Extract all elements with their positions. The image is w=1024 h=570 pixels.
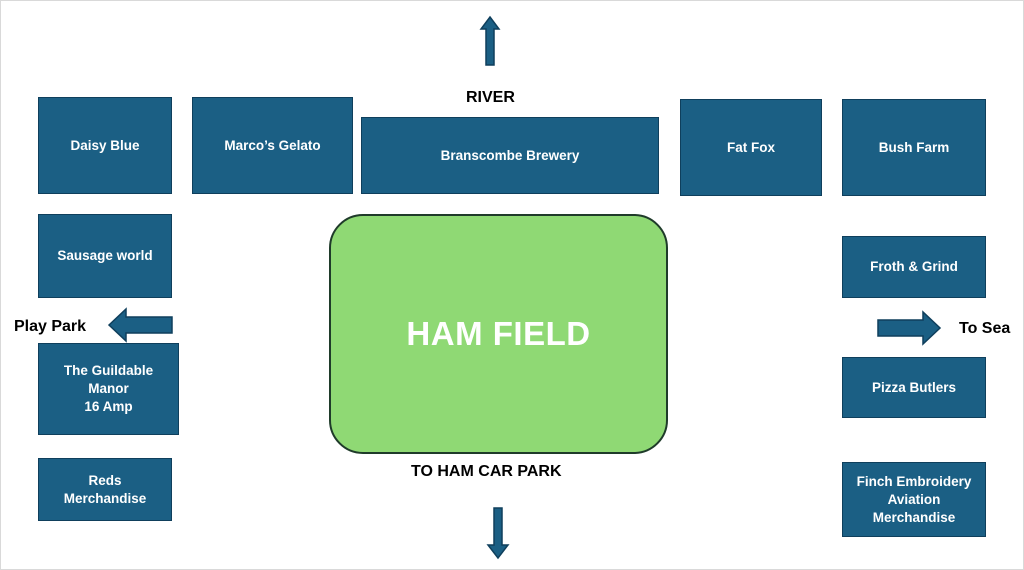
stall-guildable-manor: The Guildable Manor 16 Amp — [38, 343, 179, 435]
stall-fat-fox: Fat Fox — [680, 99, 822, 196]
stall-label: Pizza Butlers — [871, 379, 957, 395]
ham-field: HAM FIELD — [329, 214, 668, 454]
arrow-down-icon — [486, 507, 510, 560]
river-label: RIVER — [466, 89, 515, 106]
stall-label: Fat Fox — [726, 139, 775, 155]
to-sea-label: To Sea — [959, 320, 1011, 337]
stall-label: Sausage world — [57, 248, 153, 263]
stall-reds-merchandise: Reds Merchandise — [38, 458, 172, 521]
stall-label: Daisy Blue — [70, 137, 140, 153]
stall-finch-embroidery: Finch Embroidery Aviation Merchandise — [842, 462, 986, 537]
stall-sausage-world: Sausage world — [38, 214, 172, 298]
stall-label: Marco’s Gelato — [224, 137, 321, 153]
play-park-label: Play Park — [14, 318, 87, 335]
stall-marcos-gelato: Marco’s Gelato — [192, 97, 353, 194]
arrow-right-icon — [877, 310, 942, 346]
stall-froth-grind: Froth & Grind — [842, 236, 986, 298]
stall-pizza-butlers: Pizza Butlers — [842, 357, 986, 418]
stall-label: The Guildable Manor 16 Amp — [63, 363, 154, 414]
stall-label: Finch Embroidery Aviation Merchandise — [856, 473, 972, 525]
arrow-left-icon — [107, 307, 173, 343]
stall-label: Reds Merchandise — [63, 472, 147, 506]
stall-label: Branscombe Brewery — [440, 147, 580, 163]
ham-field-label: HAM FIELD — [406, 315, 591, 352]
stall-label: Bush Farm — [878, 139, 950, 155]
stall-label: Froth & Grind — [870, 259, 958, 274]
stall-daisy-blue: Daisy Blue — [38, 97, 172, 194]
car-park-label: TO HAM CAR PARK — [411, 463, 562, 480]
stall-branscombe-brewery: Branscombe Brewery — [361, 117, 659, 194]
stall-bush-farm: Bush Farm — [842, 99, 986, 196]
arrow-up-icon — [479, 15, 501, 66]
